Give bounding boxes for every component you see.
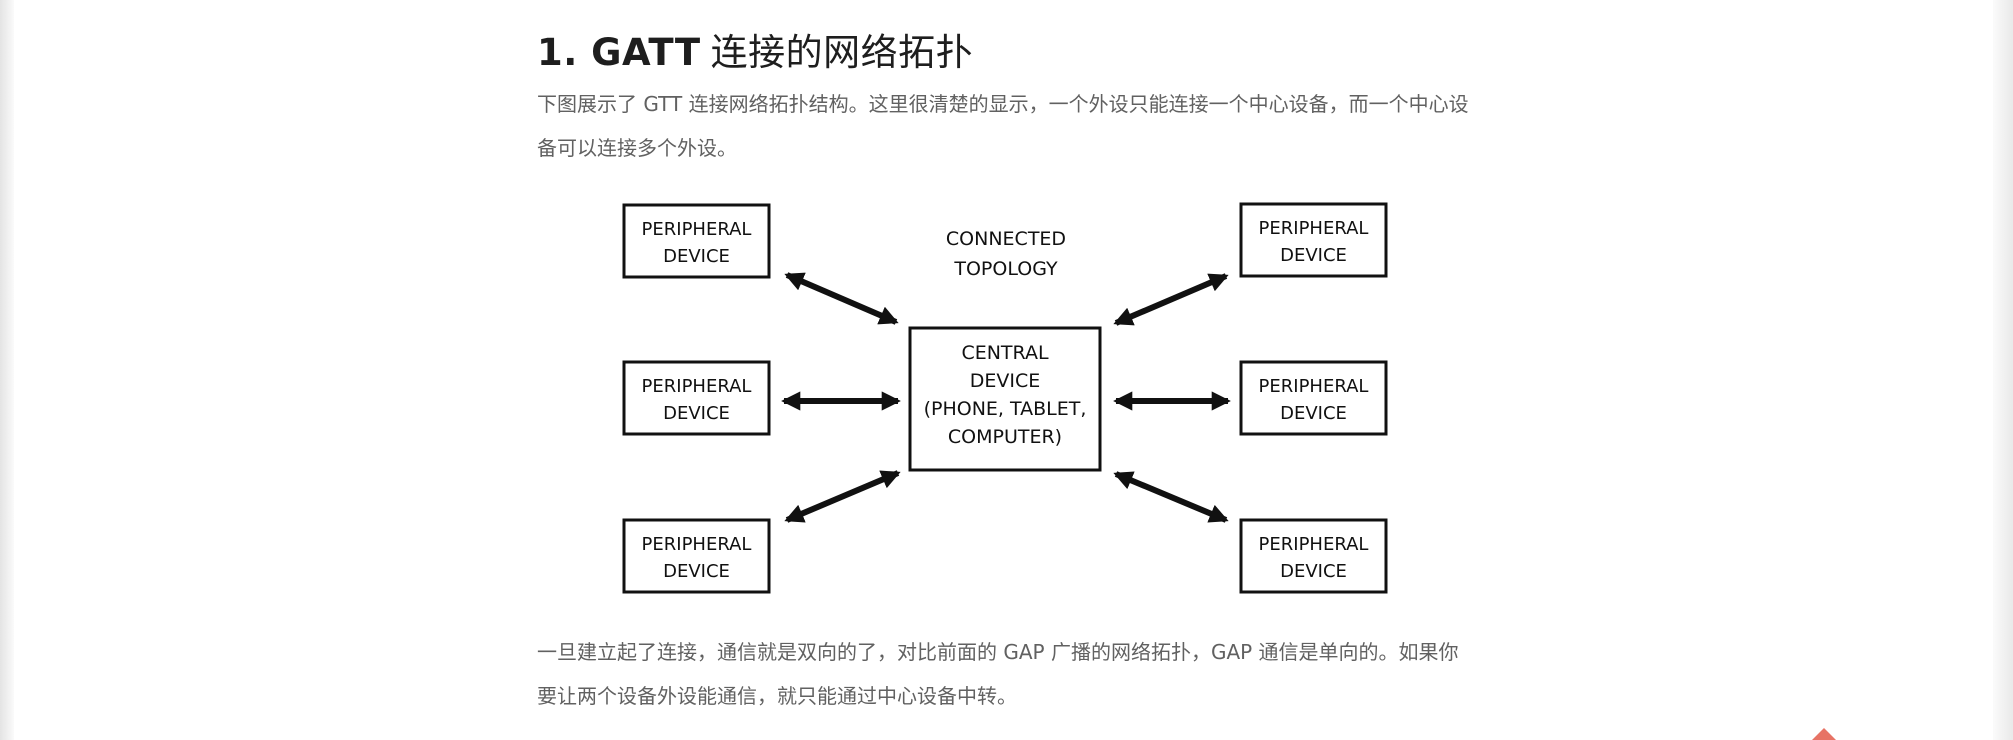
- central-device-label-line-2: DEVICE: [970, 370, 1041, 392]
- diagram-caption-line-1: CONNECTED: [946, 228, 1066, 250]
- intro-paragraph: 下图展示了 GTT 连接网络拓扑结构。这里很清楚的显示，一个外设只能连接一个中心…: [537, 92, 1469, 160]
- central-device-label-line-4: COMPUTER): [948, 426, 1062, 448]
- peripheral-label: DEVICE: [663, 403, 730, 424]
- peripheral-device-middle-left: PERIPHERAL DEVICE: [622, 360, 771, 436]
- peripheral-device-middle-right: PERIPHERAL DEVICE: [1239, 360, 1388, 436]
- arrow-top-left: [784, 272, 899, 325]
- peripheral-label: DEVICE: [663, 246, 730, 267]
- arrow-bottom-left: [784, 470, 901, 523]
- peripheral-device-bottom-left: PERIPHERAL DEVICE: [622, 518, 771, 594]
- corner-brand-mark: [1812, 728, 1836, 740]
- peripheral-label: PERIPHERAL: [642, 376, 752, 397]
- heading-number: 1. GATT: [537, 31, 701, 74]
- peripheral-label: PERIPHERAL: [1259, 218, 1369, 239]
- central-device-label-line-3: (PHONE, TABLET,: [924, 398, 1087, 420]
- diagram-caption-line-2: TOPOLOGY: [953, 258, 1058, 280]
- heading-title: 连接的网络拓扑: [710, 31, 974, 74]
- central-device-box: CENTRAL DEVICE (PHONE, TABLET, COMPUTER): [908, 326, 1102, 472]
- peripheral-label: DEVICE: [1280, 403, 1347, 424]
- peripheral-label: PERIPHERAL: [642, 534, 752, 555]
- peripheral-label: PERIPHERAL: [1259, 534, 1369, 555]
- connected-topology-diagram: CONNECTED TOPOLOGY CENTRAL DEVICE (PHONE…: [622, 202, 1388, 594]
- central-device-label-line-1: CENTRAL: [961, 342, 1049, 364]
- arrow-bottom-right: [1113, 471, 1229, 523]
- peripheral-label: DEVICE: [1280, 245, 1347, 266]
- outro-paragraph: 一旦建立起了连接，通信就是双向的了，对比前面的 GAP 广播的网络拓扑，GAP …: [537, 640, 1459, 708]
- left-page-edge: [0, 0, 14, 740]
- arrow-top-right: [1113, 273, 1229, 326]
- right-page-edge: [1993, 0, 2013, 740]
- peripheral-device-bottom-right: PERIPHERAL DEVICE: [1239, 518, 1388, 594]
- peripheral-label: PERIPHERAL: [642, 219, 752, 240]
- peripheral-label: DEVICE: [663, 561, 730, 582]
- peripheral-label: PERIPHERAL: [1259, 376, 1369, 397]
- peripheral-label: DEVICE: [1280, 561, 1347, 582]
- peripheral-device-top-right: PERIPHERAL DEVICE: [1239, 202, 1388, 278]
- peripheral-device-top-left: PERIPHERAL DEVICE: [622, 203, 771, 279]
